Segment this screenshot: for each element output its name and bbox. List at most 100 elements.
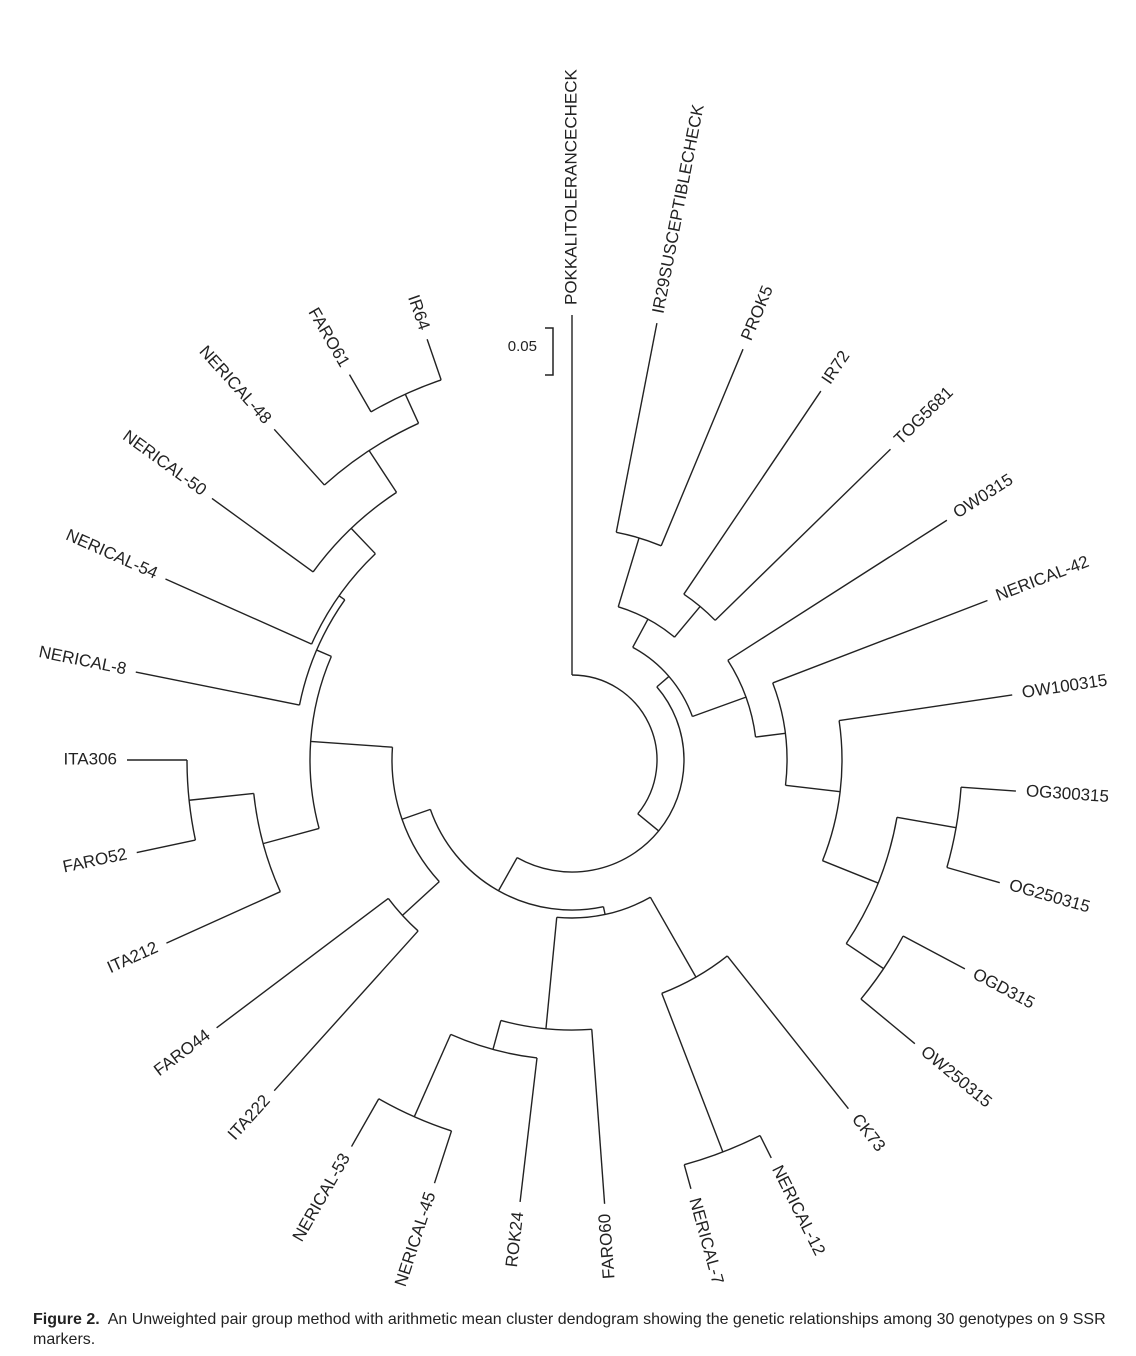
leaf-label: OG300315 [1025,781,1109,806]
internal-branch [673,606,701,638]
scale-bar-label: 0.05 [508,338,537,355]
leaf-branch [519,1057,538,1203]
internal-branch [692,696,747,718]
internal-branch [617,537,640,608]
dendrogram-arc [516,686,685,873]
internal-branch [338,595,346,601]
leaf-label: CK73 [848,1110,889,1155]
leaf-label: NERICAL-7 [685,1196,727,1287]
leaf-branch [348,374,372,413]
dendrogram-arc [429,809,604,911]
leaf-branch [165,578,312,645]
leaf-label: ROK24 [502,1211,527,1269]
leaf-branch [591,1029,606,1204]
leaf-label: FARO60 [595,1213,619,1279]
dendrogram-arc [860,935,904,1000]
internal-branch [404,393,420,424]
dendrogram-arc [323,422,419,486]
leaf-label: OG250315 [1007,875,1092,916]
dendrogram-arc [632,646,694,717]
leaf-label: ITA306 [63,749,117,768]
internal-branch [845,942,885,970]
caption-label: Figure 2. [33,1311,100,1328]
dendrogram-arc [391,747,440,883]
leaf-label: IR72 [818,347,854,387]
internal-branch [368,450,398,493]
leaf-label: NERICAL-45 [391,1189,439,1288]
internal-branch [492,1020,502,1050]
leaf-branch [350,1098,380,1147]
leaf-branch [135,671,300,706]
leaf-branch [961,786,1016,792]
dendrogram-arc [186,759,197,841]
leaf-label: OGD315 [970,964,1038,1012]
leaf-label: IR29SUSCEPTIBLECHECK [648,102,707,315]
internal-branch [316,649,332,658]
leaf-branch [726,955,849,1110]
leaf-label: FARO44 [150,1025,214,1079]
dendrogram-arc [500,1019,592,1031]
leaf-branch [727,519,948,661]
internal-branch [896,816,957,829]
dendrogram-arc [821,720,843,861]
dendrogram-arc [298,599,346,706]
leaf-label: NERICAL-8 [37,642,128,678]
leaf-branch [660,348,744,547]
internal-branch [413,1034,452,1117]
dendrogram-arc [387,897,419,932]
leaf-label: ITA212 [104,938,161,977]
leaf-label: NERICAL-50 [119,426,210,499]
internal-branch [661,993,724,1153]
scale-bar-line [545,327,554,376]
dendrogram-arc [378,1098,452,1132]
leaf-branch [860,998,916,1045]
dendrogram-branches [127,315,1016,1204]
leaf-label: NERICAL-54 [63,525,160,582]
leaf-label: OW0315 [950,470,1017,522]
leaf-label: OW250315 [917,1042,995,1111]
leaf-label: NERICAL-53 [289,1150,354,1245]
dendrogram-arc [661,955,728,994]
leaf-branch [683,1164,692,1190]
caption-text: An Unweighted pair group method with ari… [33,1311,1106,1348]
leaf-branch [839,694,1013,722]
internal-branch [401,881,440,916]
dendrogram-arc [727,659,757,738]
internal-branch [602,906,606,915]
scale-bar: 0.05 [508,327,554,376]
dendrogram-arc [845,817,898,944]
leaf-branch [273,930,419,1092]
leaf-label: NERICAL-12 [768,1162,829,1258]
internal-branch [637,813,660,832]
internal-branch [497,857,518,892]
leaf-label: POKKALITOLERANCECHECK [561,68,580,305]
leaf-branch [615,323,658,533]
dendrogram-arc [370,379,442,413]
internal-branch [649,896,697,978]
leaf-branch [136,839,196,854]
dendrogram-arc [450,1033,538,1059]
internal-branch [310,740,393,748]
internal-branch [755,732,786,738]
circular-dendrogram: POKKALITOLERANCECHECK IR29SUSCEPTIBLECHEC… [37,68,1109,1288]
leaf-branch [946,866,1000,884]
leaf-branch [166,891,281,944]
leaf-branch [216,897,389,1029]
leaf-labels: POKKALITOLERANCECHECK IR29SUSCEPTIBLECHEC… [37,68,1109,1288]
dendrogram-arc [946,787,962,868]
leaf-branch [772,599,988,684]
internal-branch [785,784,841,793]
leaf-branch [211,497,314,573]
leaf-branch [273,428,325,486]
leaf-branch [759,1135,772,1159]
leaf-branch [433,1130,453,1184]
dendrogram-arc [571,674,658,815]
dendrogram-arc [309,656,332,829]
leaf-label: ITA222 [224,1091,274,1144]
dendrogram-arc [684,1134,761,1166]
internal-branch [822,860,879,884]
dendrogram-arc [556,896,651,919]
internal-branch [632,618,649,648]
internal-branch [189,792,254,801]
internal-branch [545,917,558,1029]
